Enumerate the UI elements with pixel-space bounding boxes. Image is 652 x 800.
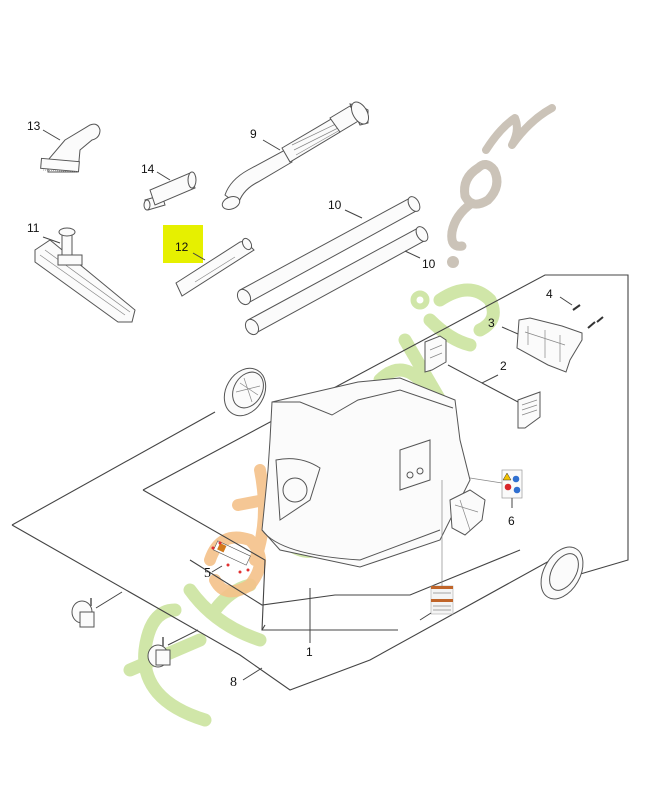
- part-1-container-body: [261, 377, 486, 643]
- rating-plate-label: [419, 480, 454, 621]
- part-10-extension-tubes: [236, 196, 429, 336]
- callout-14: 14: [141, 162, 155, 176]
- part-11-floor-nozzle: [34, 227, 136, 323]
- part-6-warning-label: [469, 469, 523, 508]
- part-4-screws: [559, 296, 604, 329]
- callout-9: 9: [250, 127, 257, 141]
- callout-11: 11: [27, 221, 40, 235]
- part-9-hose-handle: [221, 101, 370, 210]
- callout-10a: 10: [328, 198, 342, 212]
- part-13-upholstery-brush: [40, 123, 101, 173]
- callout-4: 4: [546, 287, 553, 301]
- assembly-frames: [11, 274, 629, 691]
- part-8-wheels-casters: [71, 367, 584, 681]
- callout-5: 5: [204, 566, 211, 581]
- part-3-handle-bracket: [501, 317, 583, 373]
- part-14-adapter: [143, 171, 197, 211]
- callout-6: 6: [508, 514, 515, 528]
- part-5-decal: [211, 540, 251, 574]
- callout-3: 3: [488, 316, 495, 330]
- callout-2: 2: [500, 359, 507, 373]
- callout-12: 12: [175, 240, 189, 254]
- part-12-crevice-nozzle: [175, 237, 255, 297]
- part-2-side-clips: [424, 335, 541, 429]
- callout-1: 1: [306, 645, 313, 659]
- callout-10b: 10: [422, 257, 436, 271]
- callout-8: 8: [230, 675, 237, 690]
- part-12-highlight: [163, 225, 203, 263]
- watermark-c: [447, 198, 477, 251]
- callout-13: 13: [27, 119, 41, 133]
